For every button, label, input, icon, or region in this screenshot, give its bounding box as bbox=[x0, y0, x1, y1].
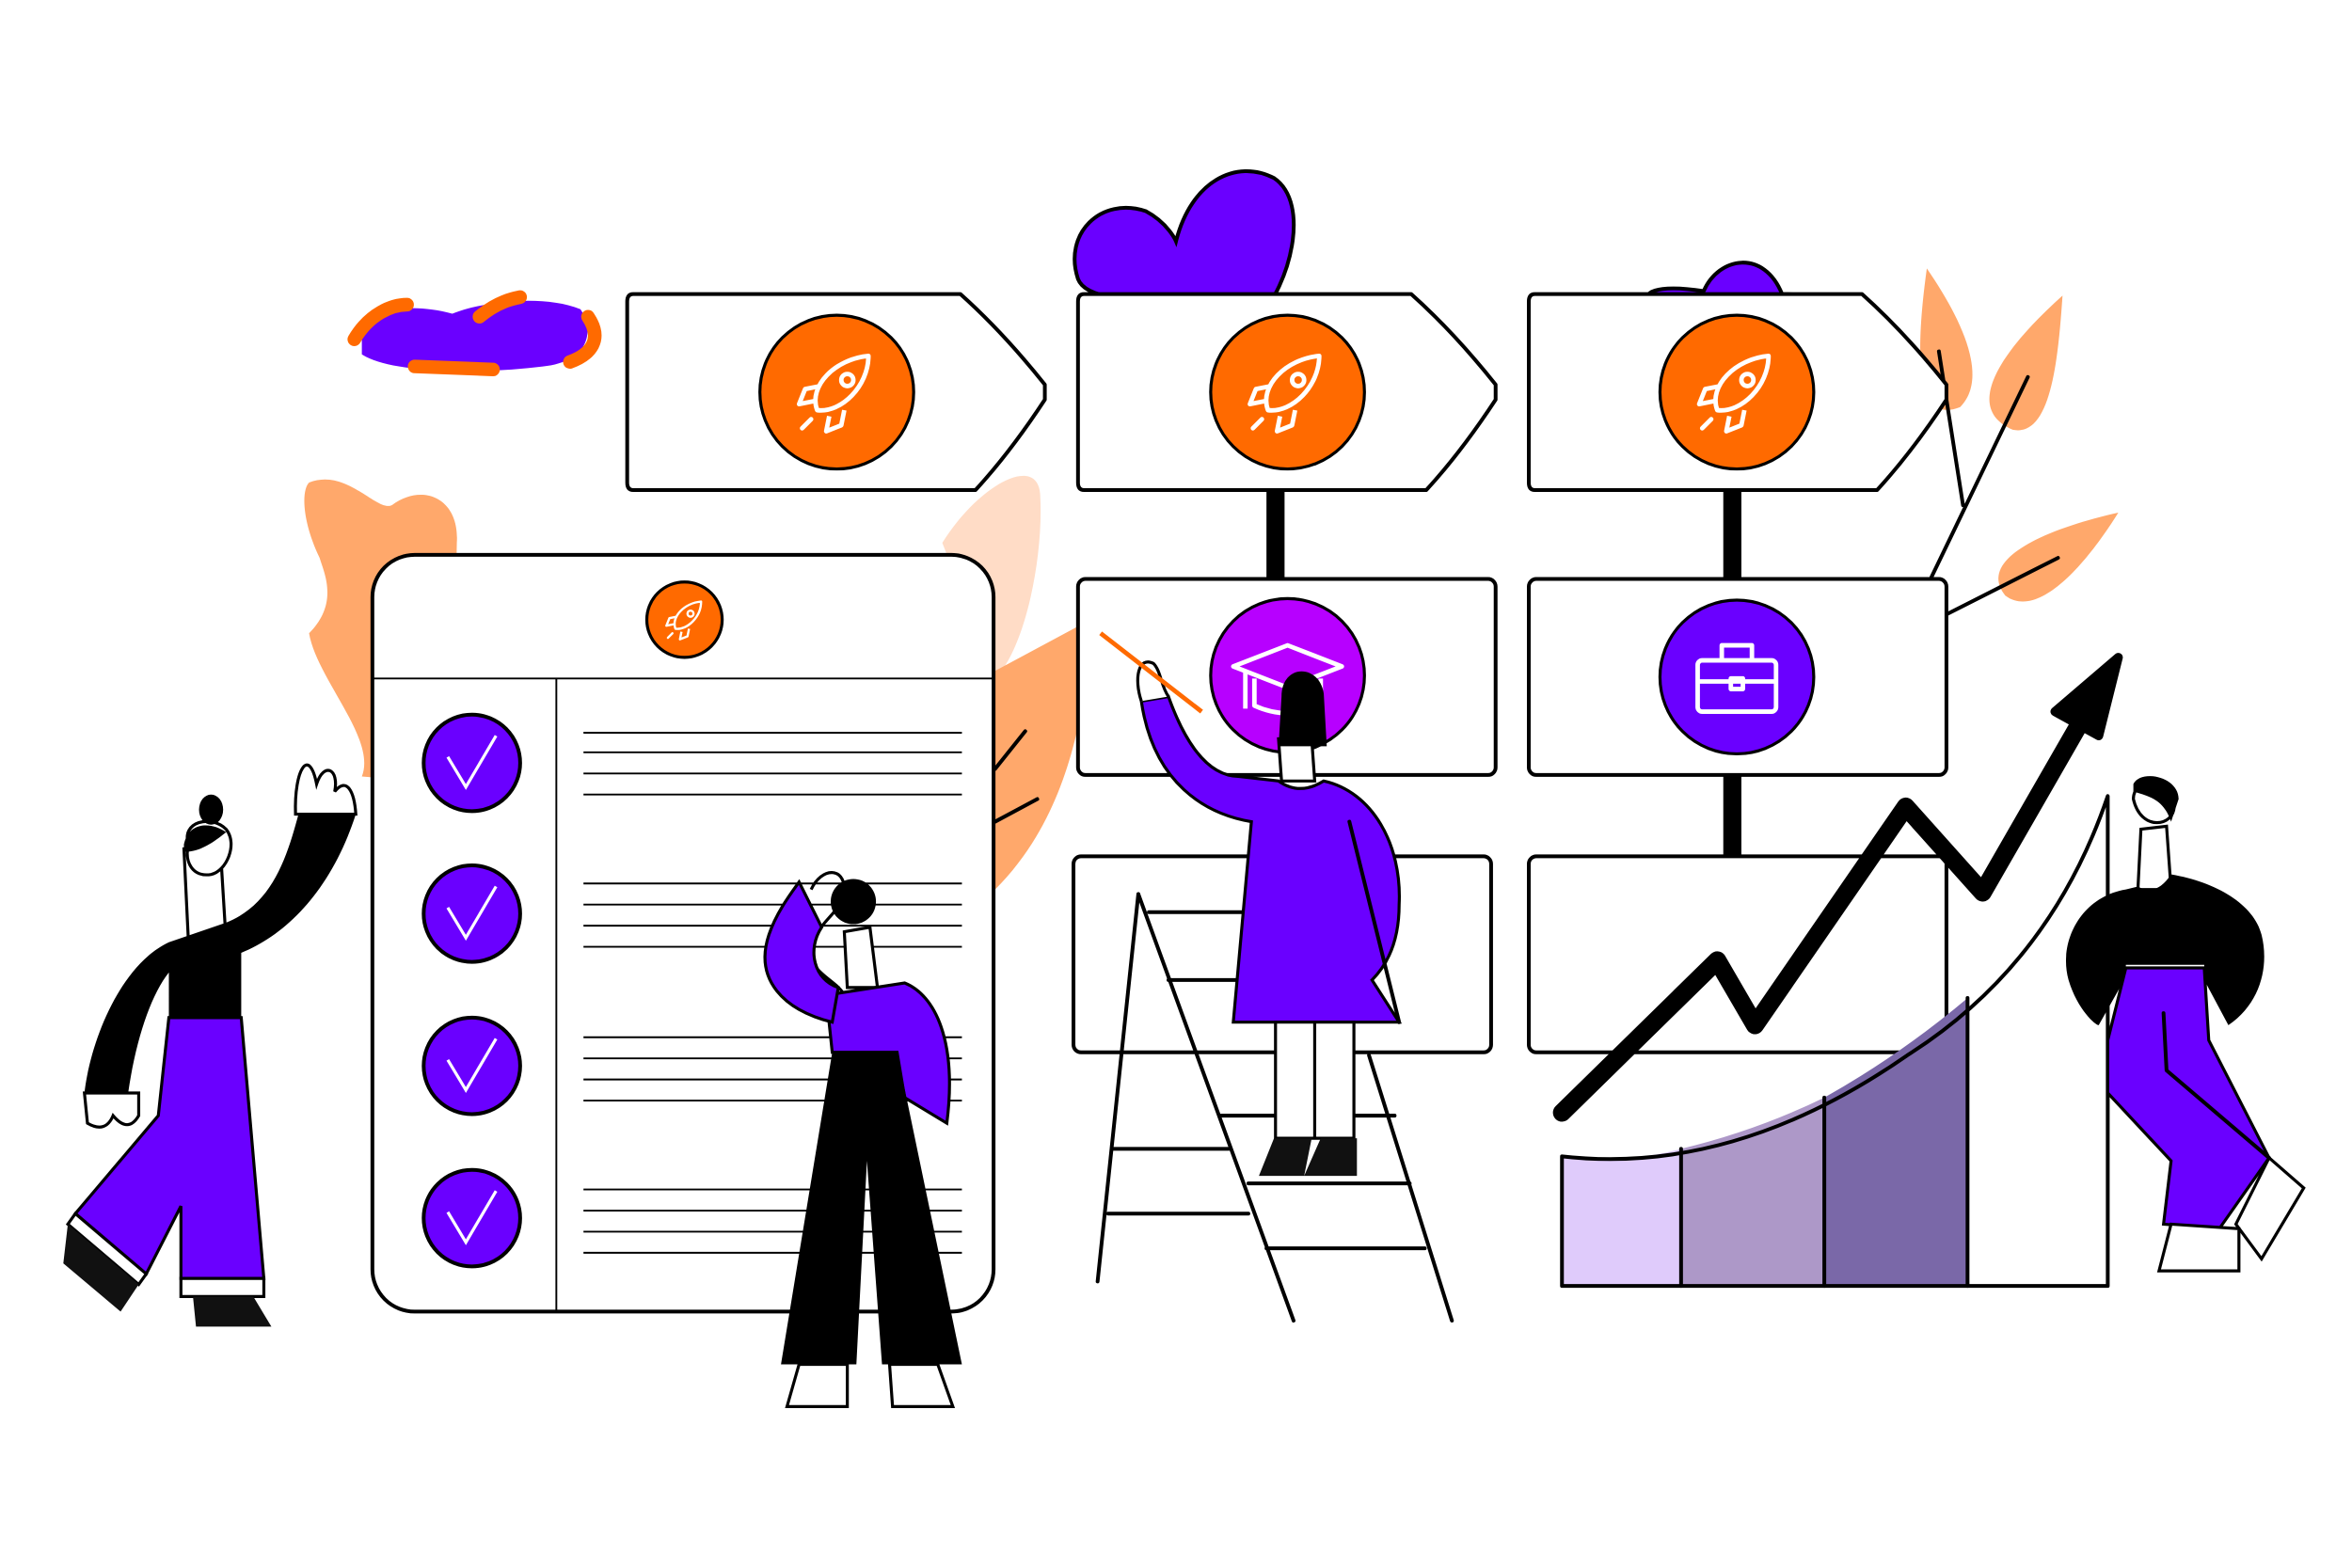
rocket-badge bbox=[758, 313, 915, 471]
leaf-decoration bbox=[1989, 295, 2063, 431]
rocket-badge bbox=[1209, 313, 1366, 471]
signpost-pole bbox=[1723, 773, 1741, 860]
checklist-item-2 bbox=[421, 863, 522, 964]
person-right bbox=[2065, 776, 2306, 1273]
leaf-decoration bbox=[942, 475, 1041, 679]
career-badge bbox=[1658, 598, 1816, 756]
sign-board bbox=[1526, 854, 1948, 1054]
checklist-item-1 bbox=[421, 712, 522, 814]
briefcase-icon bbox=[1695, 642, 1779, 714]
trend-arrow-icon bbox=[1552, 691, 2102, 1122]
text-lines bbox=[583, 732, 962, 1254]
rocket-badge bbox=[1658, 313, 1816, 471]
checklist-item-3 bbox=[421, 1015, 522, 1117]
person-on-ladder bbox=[1099, 631, 1403, 1177]
person-left bbox=[63, 763, 358, 1327]
signpost-pole bbox=[1723, 486, 1741, 582]
person-thinking bbox=[763, 871, 962, 1408]
checklist-item-4 bbox=[421, 1167, 522, 1269]
growth-chart bbox=[1552, 653, 2123, 1289]
rocket-badge bbox=[644, 580, 724, 659]
cloud bbox=[347, 290, 602, 377]
signpost-pole bbox=[1266, 486, 1285, 582]
leaf-decoration bbox=[994, 618, 1093, 890]
